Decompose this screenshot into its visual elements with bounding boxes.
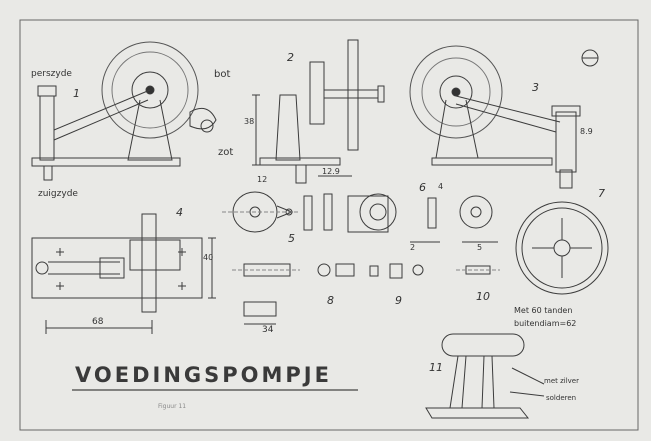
figure-6-eccentric xyxy=(323,193,498,243)
dim-68: 68 xyxy=(92,317,104,327)
dim-2: 2 xyxy=(410,243,416,252)
part-number-11: 11 xyxy=(429,361,443,374)
figure-caption: Figuur 11 xyxy=(158,403,187,410)
part-number-10: 10 xyxy=(476,290,490,303)
label-gear-teeth: Met 60 tanden xyxy=(514,306,573,315)
part-number-3: 3 xyxy=(532,81,539,94)
part-number-7: 7 xyxy=(598,187,605,200)
dim-12: 12 xyxy=(257,175,268,184)
figure-9-10-small-parts xyxy=(369,263,500,279)
figure-7-gear-wheel xyxy=(515,201,609,295)
sheet-border xyxy=(19,19,639,431)
label-bot: bot xyxy=(214,69,231,80)
part-number-4: 4 xyxy=(176,206,183,219)
figure-5-crank-disc xyxy=(222,191,313,233)
dim-4: 4 xyxy=(438,182,444,191)
drawing-title: VOEDINGSPOMPJE xyxy=(75,363,332,387)
figure-11-soldered-frame xyxy=(425,333,545,419)
dim-38: 38 xyxy=(244,117,255,126)
dim-8-9: 8.9 xyxy=(580,127,593,136)
figure-3-side-view xyxy=(409,45,599,189)
label-zot: zot xyxy=(218,147,234,158)
part-number-6: 6 xyxy=(419,181,426,194)
label-met-zilver: met zilver xyxy=(544,377,579,385)
label-perszyde: perszyde xyxy=(31,69,72,79)
part-number-5: 5 xyxy=(288,232,295,245)
label-solderen: solderen xyxy=(546,394,577,402)
part-number-9: 9 xyxy=(395,294,402,307)
dim-40: 40 xyxy=(203,253,214,262)
part-number-8: 8 xyxy=(327,294,334,307)
dim-12-9: 12.9 xyxy=(322,167,340,176)
figure-1-pump-side-view xyxy=(31,41,217,181)
dim-34: 34 xyxy=(262,325,274,335)
label-gear-diameter: buitendiam=62 xyxy=(514,319,577,328)
figure-8-pin xyxy=(232,263,355,325)
dim-5: 5 xyxy=(477,243,483,252)
label-zuigzyde: zuigzyde xyxy=(38,189,78,199)
part-number-2: 2 xyxy=(287,51,294,64)
figure-2-front-view xyxy=(252,39,385,184)
part-number-1: 1 xyxy=(73,87,80,100)
figure-4-plan-view xyxy=(31,213,216,334)
